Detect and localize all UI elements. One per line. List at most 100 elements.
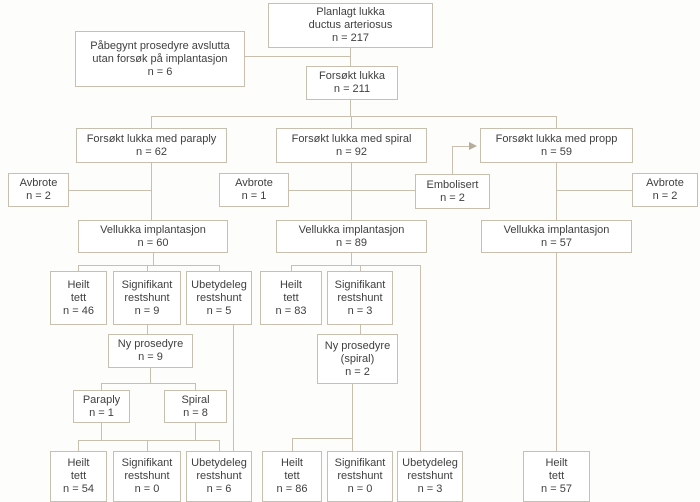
connector [147, 265, 148, 272]
connector [69, 190, 151, 191]
connector [351, 163, 352, 220]
node-count: n = 211 [333, 83, 371, 95]
node-aborted-plug: Avbrote n = 2 [632, 173, 698, 207]
node-label: Vellukka implantasjon [298, 223, 405, 236]
node-count: n = 3 [417, 483, 443, 495]
connector [78, 440, 219, 441]
node-label: Signifikant restshunt [334, 278, 386, 304]
node-count: n = 0 [134, 483, 160, 495]
node-label: Heilt tett [280, 457, 303, 482]
node-coil-final-trivial-shunt: Ubetydeleg restshunt n = 3 [397, 451, 463, 502]
connector [291, 265, 292, 272]
connector [556, 253, 557, 451]
node-label: Paraply [82, 393, 121, 406]
node-label: Heilt tett [545, 457, 568, 482]
node-label: Signifikant restshunt [121, 457, 173, 482]
node-label: Påbegynt prosedyre avslutta utan forsøk … [90, 39, 230, 65]
node-embolized: Embolisert n = 2 [415, 174, 490, 209]
node-label: Vellukka implantasjon [503, 223, 610, 236]
node-plug-final-tight: Heilt tett n = 57 [523, 451, 590, 502]
node-count: n = 62 [136, 145, 167, 158]
node-label: Forsøkt lukka [318, 70, 385, 82]
connector [195, 423, 196, 440]
node-umbrella-final-tight: Heilt tett n = 54 [50, 451, 107, 502]
node-umbrella-tight: Heilt tett n = 46 [50, 271, 107, 325]
node-count: n = 1 [241, 190, 267, 202]
node-coil-final-significant-shunt: Signifikant restshunt n = 0 [327, 451, 393, 502]
node-label: Ny prosedyre (spiral) [324, 339, 391, 365]
node-successful-implant-umbrella: Vellukka implantasjon n = 60 [78, 220, 228, 253]
node-coil-tight: Heilt tett n = 83 [260, 271, 322, 325]
node-started-no-implant: Påbegynt prosedyre avslutta utan forsøk … [75, 31, 245, 87]
node-count: n = 2 [26, 190, 51, 202]
node-label: Planlagt lukka ductus arteriosus [308, 6, 393, 31]
connector [219, 440, 220, 451]
node-umbrella-final-trivial-shunt: Ubetydeleg restshunt n = 6 [186, 451, 252, 502]
connector [150, 368, 151, 383]
connector [360, 265, 361, 272]
node-label: Signifikant restshunt [334, 457, 386, 482]
node-attempted-umbrella: Forsøkt lukka med paraply n = 62 [76, 128, 227, 163]
connector [219, 265, 220, 272]
connector [350, 100, 351, 117]
node-count: n = 6 [147, 65, 173, 78]
node-new-procedure-umbrella: Ny prosedyre n = 9 [108, 334, 193, 368]
node-count: n = 57 [541, 236, 572, 249]
node-umbrella-significant-shunt: Signifikant restshunt n = 9 [113, 271, 181, 325]
connector [147, 440, 148, 451]
connector [245, 56, 350, 57]
node-count: n = 2 [652, 190, 678, 202]
connector [289, 190, 351, 191]
node-label: Avbrote [19, 177, 58, 189]
node-label: Ubetydeleg restshunt [191, 457, 247, 482]
node-planned-closure: Planlagt lukka ductus arteriosus n = 217 [268, 3, 433, 48]
connector [292, 438, 352, 439]
node-count: n = 2 [345, 365, 370, 378]
connector [351, 253, 352, 265]
connector [78, 265, 219, 266]
node-count: n = 6 [206, 483, 232, 495]
connector [556, 163, 557, 220]
connector [452, 146, 470, 147]
node-count: n = 9 [138, 351, 163, 363]
connector [101, 383, 102, 390]
node-attempted-coil: Forsøkt lukka med spiral n = 92 [276, 128, 427, 163]
node-count: n = 8 [183, 406, 208, 419]
node-count: n = 54 [63, 483, 94, 495]
node-attempted-closure: Forsøkt lukka n = 211 [306, 66, 398, 100]
node-count: n = 83 [275, 304, 307, 317]
node-label: Forsøkt lukka med spiral [291, 132, 412, 145]
node-label: Spiral [181, 393, 210, 406]
node-count: n = 1 [89, 406, 114, 419]
node-aborted-coil: Avbrote n = 1 [219, 173, 289, 207]
node-umbrella-final-significant-shunt: Signifikant restshunt n = 0 [113, 451, 181, 502]
connector [291, 265, 420, 266]
node-label: Embolisert [426, 178, 479, 191]
connector [351, 190, 415, 191]
node-count: n = 46 [63, 304, 94, 317]
connector [292, 438, 293, 451]
connector [556, 116, 557, 128]
connector [151, 116, 557, 117]
connector [556, 190, 632, 191]
node-label: Forsøkt lukka med propp [495, 132, 618, 145]
node-coil-significant-shunt: Signifikant restshunt n = 3 [327, 271, 393, 325]
node-count: n = 9 [134, 304, 160, 317]
node-successful-implant-coil: Vellukka implantasjon n = 89 [276, 220, 427, 253]
node-label: Avbrote [646, 177, 684, 189]
connector [153, 253, 154, 265]
node-label: Ubetydeleg restshunt [191, 278, 247, 304]
connector [151, 163, 152, 220]
node-label: Ny prosedyre [117, 338, 184, 350]
node-count: n = 57 [541, 483, 572, 495]
node-count: n = 217 [331, 32, 369, 44]
connector [352, 384, 353, 451]
connector [78, 440, 79, 451]
node-umbrella-trivial-shunt: Ubetydeleg restshunt n = 5 [186, 271, 252, 325]
node-label: Vellukka implantasjon [100, 223, 206, 236]
node-label: Heilt tett [67, 278, 90, 304]
node-label: Signifikant restshunt [121, 278, 173, 304]
node-count: n = 59 [541, 145, 572, 158]
connector [101, 383, 196, 384]
